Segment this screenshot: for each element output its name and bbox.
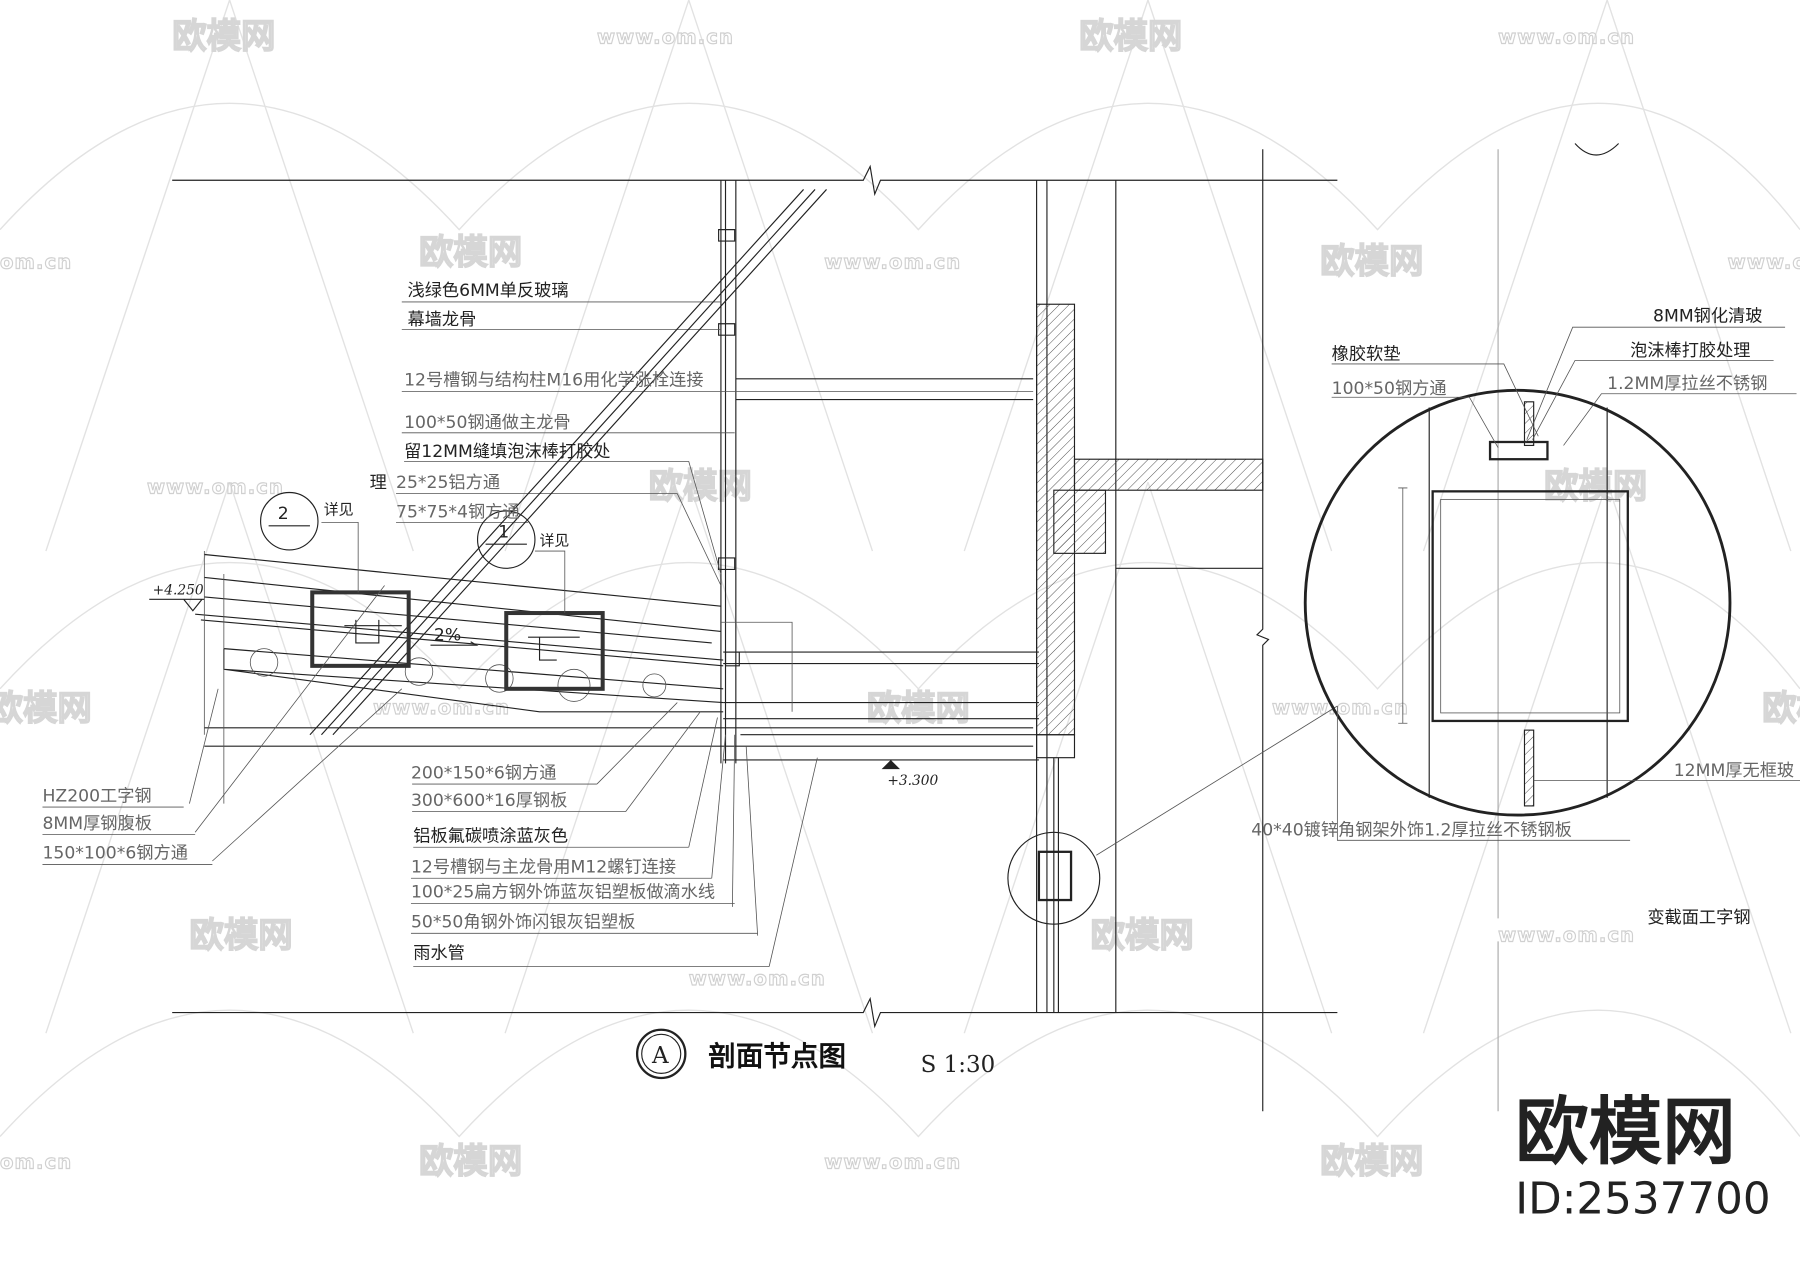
label: 40*40镀锌角钢架外饰1.2厚拉丝不锈钢板	[1251, 821, 1572, 841]
watermark-pattern	[0, 0, 1800, 1138]
labels-top: 浅绿色6MM单反玻璃 幕墙龙骨 12号槽钢与结构柱M16用化学涨栓连接 100*…	[370, 281, 704, 523]
watermarks: 欧模网 www.om.cn 欧模网 www.om.cn om.cn 欧模网 ww…	[0, 17, 1800, 1183]
detail-box-1	[504, 611, 605, 691]
watermark-text: 欧模网	[1320, 242, 1423, 282]
watermark-text: 欧模网	[1079, 17, 1182, 57]
watermark-text: www.om.cn	[824, 1151, 961, 1174]
label: 雨水管	[413, 944, 465, 964]
label: 8MM厚钢腹板	[42, 814, 151, 834]
detail-callout-small	[1007, 705, 1338, 925]
detail-note: 详见	[324, 500, 354, 518]
logo-id: ID:2537700	[1515, 1174, 1770, 1224]
level-lower: +3.300	[887, 773, 938, 789]
svg-text:1: 1	[498, 522, 509, 542]
watermark-text: 欧模网	[1320, 1142, 1423, 1182]
label: HZ200工字钢	[42, 786, 151, 806]
watermark-text: 欧模网	[419, 233, 522, 273]
enlarged-detail: 8MM钢化清玻 橡胶软垫 泡沫棒打胶处理 100*50钢方通 1.2MM厚拉丝不…	[1251, 306, 1800, 928]
detail-marker-2: 2 详见	[260, 491, 359, 593]
label: 8MM钢化清玻	[1653, 306, 1762, 326]
label: 泡沫棒打胶处理	[1630, 341, 1750, 361]
structure-column	[1036, 180, 1264, 1013]
label: 12号槽钢与主龙骨用M12螺钉连接	[411, 857, 676, 877]
detail-box-2	[310, 590, 411, 668]
watermark-text: www.om.cn	[1498, 26, 1635, 49]
watermark-text: www.om.cn	[597, 26, 734, 49]
label: 12号槽钢与结构柱M16用化学涨栓连接	[404, 371, 703, 391]
brand-logo: 欧模网 ID:2537700	[1515, 1090, 1770, 1224]
watermark-text: 欧模网	[172, 17, 275, 57]
detail-note: 详见	[540, 531, 570, 549]
detail-marker-1: 1 详见	[476, 510, 570, 614]
label: 橡胶软垫	[1332, 344, 1401, 364]
watermark-text: 欧模网	[189, 916, 292, 956]
label: 100*50钢通做主龙骨	[404, 413, 571, 433]
label: 150*100*6钢方通	[42, 844, 187, 864]
watermark-text: om.cn	[0, 251, 72, 274]
watermark-text: www.om.cn	[824, 251, 961, 274]
watermark-text: 欧模网	[1091, 916, 1194, 956]
level-upper: +4.250	[153, 583, 204, 599]
level-marks: +4.250 +3.300 2%	[149, 583, 939, 789]
frame-lines	[172, 143, 1620, 1112]
watermark-text: 欧模网	[419, 1142, 522, 1182]
labels-left: HZ200工字钢 8MM厚钢腹板 150*100*6钢方通	[42, 786, 187, 863]
watermark-text: www.om.cn	[1272, 696, 1409, 719]
label: 25*25铝方通	[396, 473, 500, 493]
label: 12MM厚无框玻	[1674, 761, 1794, 781]
logo-text: 欧模网	[1515, 1090, 1735, 1175]
slope-label: 2%	[434, 626, 461, 646]
title-name: 剖面节点图	[708, 1040, 846, 1072]
label: 1.2MM厚拉丝不锈钢	[1607, 374, 1767, 394]
label: 留12MM缝填泡沫棒打胶处	[404, 442, 610, 462]
labels-bottom: 200*150*6钢方通 300*600*16厚钢板 铝板氟碳喷涂蓝灰色 12号…	[411, 763, 715, 963]
label: 理	[370, 473, 387, 493]
label: 100*25扁方钢外饰蓝灰铝塑板做滴水线	[411, 883, 715, 903]
watermark-text: www.om.cn	[147, 476, 284, 499]
label: 幕墙龙骨	[408, 310, 477, 330]
watermark-text: 欧模网	[0, 689, 92, 729]
label: 75*75*4钢方通	[396, 503, 520, 523]
label: 变截面工字钢	[1647, 908, 1750, 928]
tie-rods	[309, 189, 827, 736]
watermark-text: 欧模网	[1544, 467, 1647, 507]
watermark-text: www.om.cn	[1498, 923, 1635, 946]
canopy-structure	[42, 551, 1039, 968]
label: 300*600*16厚钢板	[411, 791, 567, 811]
drawing-title: A 剖面节点图 S 1:30	[635, 1028, 996, 1080]
watermark-text: www.om.cn	[373, 696, 510, 719]
label: 200*150*6钢方通	[411, 763, 556, 783]
label: 50*50角钢外饰闪银灰铝塑板	[411, 913, 635, 933]
title-scale: S 1:30	[921, 1052, 996, 1078]
watermark-text: 欧模网	[867, 689, 970, 729]
watermark-text: www.om.cn	[689, 967, 826, 990]
label: 铝板氟碳喷涂蓝灰色	[413, 826, 568, 846]
label: 浅绿色6MM单反玻璃	[408, 281, 569, 301]
watermark-text: om.cn	[0, 1151, 72, 1174]
watermark-text: 欧模网	[1762, 689, 1800, 729]
watermark-text: www.om.cn	[1728, 251, 1800, 274]
label: 100*50钢方通	[1332, 379, 1447, 399]
svg-text:2: 2	[278, 504, 289, 524]
title-marker: A	[651, 1043, 669, 1069]
